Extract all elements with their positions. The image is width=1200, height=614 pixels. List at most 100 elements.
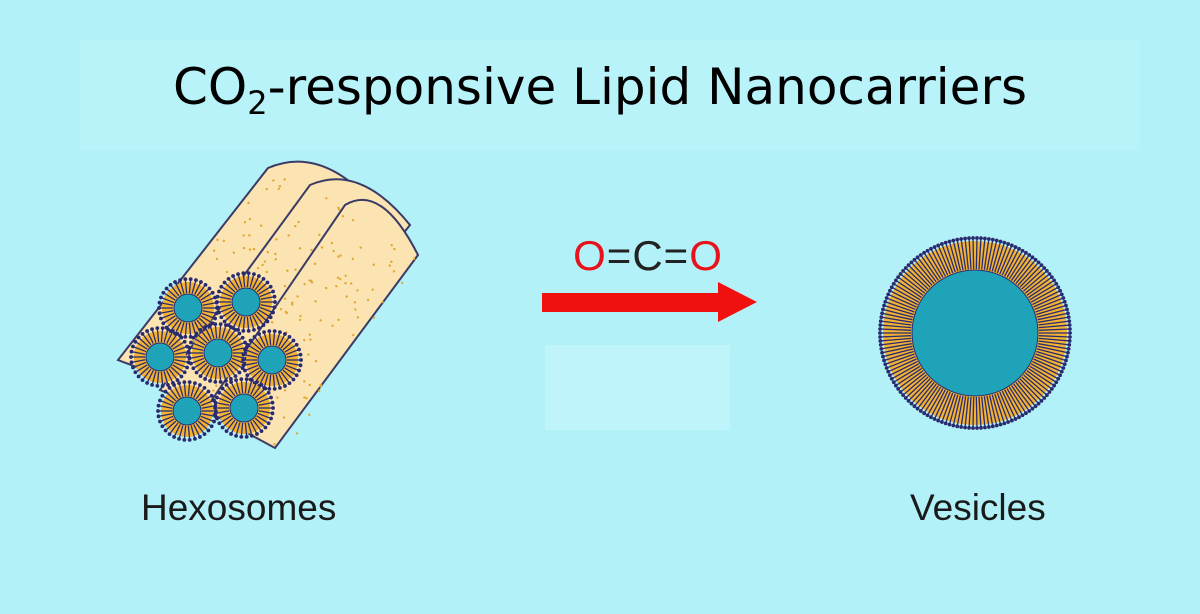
lipid-head [898,390,903,394]
lipid-head [177,381,181,386]
lipid-tail [1029,365,1057,383]
lipid-head [1061,366,1066,370]
lipid-tail [218,306,233,314]
lipid-head [998,239,1003,244]
lipid-head [175,378,180,383]
lipid-tail [880,328,912,331]
lipid-tail [160,328,164,343]
tube-speck [216,238,219,242]
lipid-tail [996,392,1009,423]
title-subscript: 2 [247,84,268,122]
lipid-head [1068,335,1072,339]
lipid-tail [880,320,912,326]
lipid-head [163,389,168,394]
tube-speck [294,224,297,228]
lipid-tail [198,317,210,329]
lipid-head [891,380,896,385]
lipid-head [198,435,202,439]
lipid-head [133,370,138,375]
lipid-head [951,423,956,428]
lipid-head [158,419,162,424]
tube-speck [248,234,251,237]
lipid-tail [201,296,216,304]
lipid-tail [278,373,286,387]
tube-speck [325,197,328,200]
lipid-tail [218,324,222,339]
lipid-tail [131,351,146,355]
lipid-head [922,411,926,416]
lipid-tail [170,284,180,297]
lipid-tail [1037,343,1069,350]
lipid-head [182,370,187,375]
lipid-head [889,376,894,381]
lipid-head [182,380,187,385]
lipid-head [218,322,223,327]
lipid-tail [286,362,301,366]
lipid-tail [880,337,912,342]
lipid-head [889,285,894,290]
lipid-head [272,305,277,310]
lipid-head [939,242,944,246]
tube-speck [242,246,246,250]
lipid-tail [880,324,912,329]
lipid-tail [887,358,917,373]
lipid-head [172,435,176,439]
lipid-tail [230,421,238,435]
tube-speck [330,241,334,245]
lipid-head [164,286,169,291]
tube-speck [400,281,404,285]
tube-speck [354,308,357,311]
lipid-head [219,315,224,320]
tube-speck [356,316,360,319]
lipid-head [243,368,247,373]
lipid-head [998,422,1003,427]
lipid-head [1067,339,1072,343]
lipid-tail [252,419,262,432]
lipid-head [912,404,917,409]
lipid-head [270,400,275,405]
lipid-tail [174,351,189,355]
lipid-head [234,433,238,438]
co2-molecule: O=C=O [548,232,748,280]
tube-speck [318,389,321,393]
tube-speck [287,234,290,237]
lipid-head [971,236,975,240]
lipid-tail [910,380,933,405]
lipid-head [1064,303,1068,308]
lipid-tail [1015,259,1037,285]
tube-speck [284,310,288,314]
tube-speck [252,247,256,251]
lipid-head [878,343,883,347]
tube-speck [283,178,286,181]
lipid-tail [151,328,157,343]
lipid-tail [246,316,250,331]
lipid-tail [226,364,236,377]
lipid-tail [159,415,174,423]
lipid-head [177,436,181,441]
lipid-head [245,373,250,378]
tube-speck [294,268,297,271]
lipid-head [1017,415,1021,420]
lipid-head [267,386,272,391]
lipid-head [1013,245,1018,249]
tube-speck [260,224,263,227]
lipid-tail [228,332,240,344]
lipid-head [213,322,218,327]
lipid-tail [218,290,233,298]
tube-speck [298,247,302,250]
lipid-tail [256,392,269,401]
tube-speck [335,284,338,288]
lipid-tail [1030,286,1059,303]
lipid-tail [1006,250,1024,278]
hexosome-illustration [116,160,420,450]
lipid-head [1006,242,1011,246]
tube-speck [344,281,347,285]
lipid-head [297,347,301,352]
lipid-tail [285,364,300,372]
lipid-tail [168,333,178,346]
tube-speck [303,380,306,383]
lipid-tail [199,395,212,404]
lipid-head [287,381,292,386]
lipid-tail [908,264,931,288]
lipid-tail [263,374,269,389]
